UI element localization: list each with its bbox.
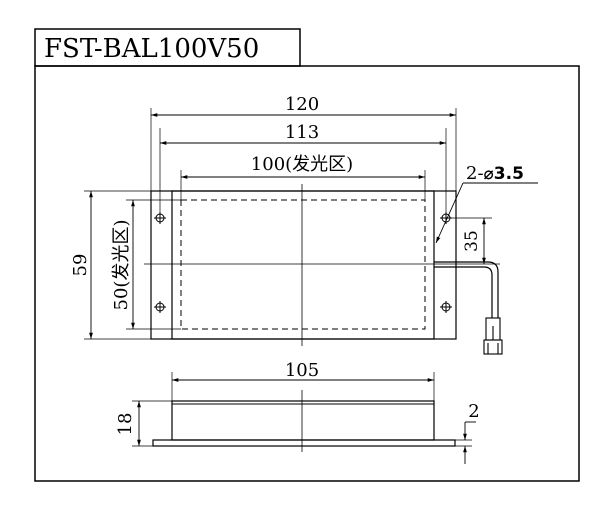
emitting-area-outline [180,199,426,330]
dim-cable-offset: 35 [462,230,482,252]
cable [434,261,499,318]
mounting-hole [440,212,452,224]
side-body-outline [171,400,435,441]
title-label: FST-BAL100V50 [44,34,259,64]
dim-hole-callout-prefix: 2- [466,163,484,184]
dim-hole-callout: 2-⌀3.5 [466,163,524,184]
side-flange-outline [152,439,456,447]
dim-emitting-width: 100(发光区) [251,154,353,175]
dim-side-height: 18 [115,413,136,436]
drawing-frame [34,28,580,482]
side-view [132,372,476,464]
dim-emitting-height: 50(发光区) [111,220,132,311]
base-plate-outline [150,190,457,340]
dim-side-width: 105 [285,360,319,381]
hole-leader [435,182,538,244]
dim-overall-width: 120 [285,94,319,115]
dim-hole-callout-diameter: ⌀3.5 [484,164,524,184]
dimension-lines [89,113,486,339]
mounting-hole [440,301,452,313]
housing-outline [171,190,435,340]
dim-hole-spacing: 113 [285,122,319,143]
connector-icon [483,317,503,355]
top-view [84,108,538,355]
mounting-hole [154,301,166,313]
dim-flange-thickness: 2 [468,401,479,422]
side-dimension-lines [137,378,476,464]
dim-overall-height: 59 [70,254,91,277]
mounting-hole [154,212,166,224]
